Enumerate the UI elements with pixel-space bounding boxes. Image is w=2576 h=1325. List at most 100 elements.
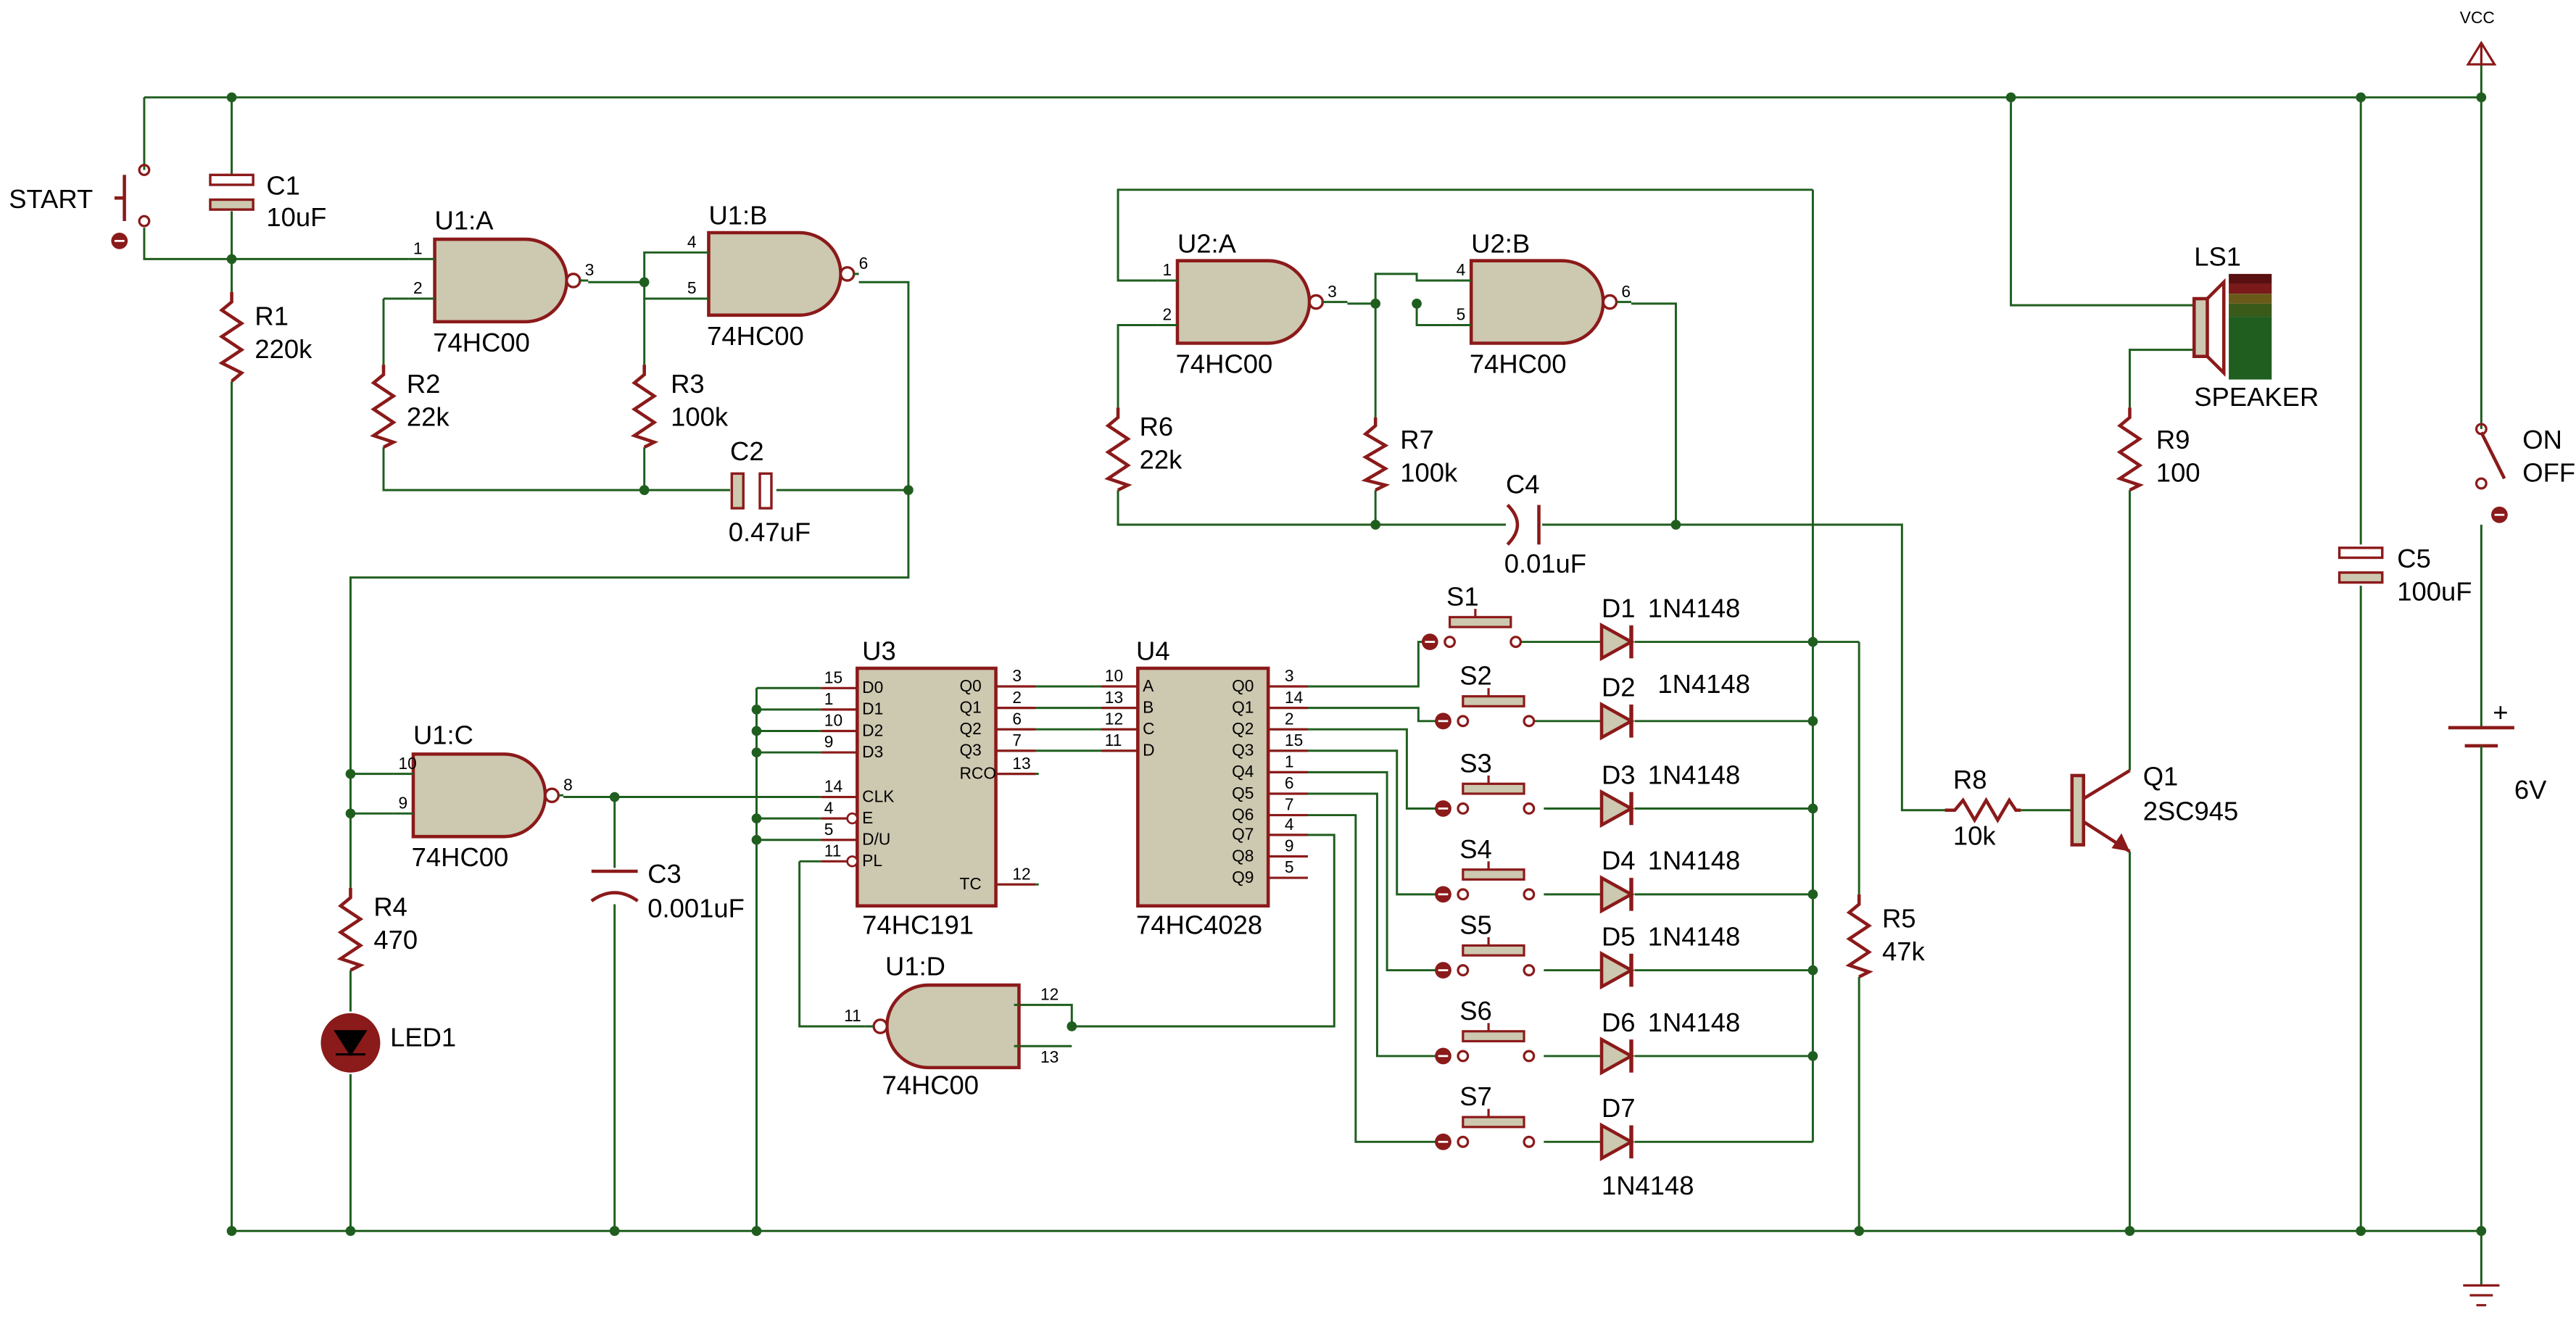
capacitor-c4: C4 0.01uF	[1504, 470, 1586, 578]
diode-type: 1N4148	[1648, 760, 1741, 789]
c5-value: 100uF	[2397, 577, 2472, 607]
pin-number: 7	[1012, 731, 1022, 749]
pin-label: Q3	[959, 741, 981, 760]
pin-number: 5	[824, 820, 834, 839]
resistor-r5: R5 47k	[1845, 894, 1926, 979]
pin-label: Q0	[1232, 676, 1254, 695]
capacitor-c1: C1 10uF	[209, 171, 326, 232]
diode-type: 1N4148	[1648, 846, 1741, 876]
r7-value: 100k	[1400, 458, 1458, 488]
pin-number: 15	[1285, 731, 1303, 749]
pushbutton-s4[interactable]: S4	[1435, 834, 1536, 903]
resistor-r3: R3 100k	[630, 365, 729, 449]
start-label: START	[9, 184, 93, 214]
pin-number: 9	[398, 793, 407, 812]
c4-ref: C4	[1506, 470, 1540, 499]
pin-label: CLK	[862, 786, 894, 805]
capacitor-c2: C2 0.47uF	[729, 436, 811, 547]
gate-ref: U2:A	[1177, 228, 1237, 258]
pin-label: Q4	[1232, 762, 1254, 781]
pin-number: 9	[824, 732, 834, 751]
pin-number: 14	[824, 777, 842, 796]
pin-number: 13	[1105, 688, 1123, 707]
resistor-r4: R4 470	[336, 887, 418, 972]
q1-ref: Q1	[2143, 762, 2179, 792]
r9-ref: R9	[2156, 425, 2190, 454]
speaker-label: SPEAKER	[2194, 382, 2319, 412]
r8-ref: R8	[1953, 765, 1987, 794]
pin-number: 6	[859, 254, 869, 273]
gate-type: 74HC00	[1176, 349, 1273, 378]
battery: + 6V	[2448, 697, 2547, 805]
pin-label: D3	[862, 742, 883, 761]
diode-ref: D5	[1602, 921, 1636, 951]
pin-label: Q7	[1232, 825, 1254, 844]
pin-number: 4	[1457, 260, 1466, 279]
pushbutton-s5[interactable]: S5	[1435, 910, 1536, 979]
pin-number: 12	[1040, 985, 1059, 1004]
pin-label: TC	[959, 874, 981, 893]
led-ref: LED1	[390, 1022, 456, 1052]
pushbutton-ref: S6	[1459, 996, 1492, 1026]
pin-number: 14	[1285, 688, 1303, 707]
r5-value: 47k	[1882, 936, 1925, 966]
start-button[interactable]: START	[9, 164, 151, 249]
c1-value: 10uF	[266, 202, 326, 232]
pushbutton-s2[interactable]: S2	[1435, 661, 1536, 730]
pin-number: 2	[1162, 305, 1172, 324]
pin-label: D0	[862, 678, 883, 697]
pin-number: 10	[824, 711, 842, 730]
gate-type: 74HC00	[882, 1070, 979, 1100]
pin-number: 11	[1105, 731, 1122, 749]
pin-label: D/U	[862, 830, 890, 849]
pushbutton-s7[interactable]: S7	[1435, 1081, 1536, 1150]
pin-number: 1	[1162, 260, 1172, 279]
r5-ref: R5	[1882, 903, 1916, 933]
pin-number: 11	[844, 1006, 861, 1025]
pin-number: 15	[824, 668, 842, 686]
pin-label: Q2	[959, 719, 981, 738]
pin-number: 3	[585, 260, 595, 279]
r1-ref: R1	[254, 301, 289, 331]
gate-type: 74HC00	[707, 321, 804, 351]
pushbutton-s1[interactable]: S1	[1421, 581, 1523, 650]
pushbutton-ref: S3	[1459, 748, 1492, 778]
ic-u3: U3 74HC191 15D01D110D29D314CLK4E5D/U11PL…	[821, 636, 1036, 939]
gate-ref: U2:B	[1471, 228, 1530, 258]
gate-type: 74HC00	[412, 842, 509, 872]
pin-number: 4	[1285, 815, 1294, 834]
pushbutton-s6[interactable]: S6	[1435, 996, 1536, 1065]
pin-label: Q0	[959, 676, 981, 695]
pin-label: D1	[862, 699, 883, 718]
pushbutton-s3[interactable]: S3	[1435, 748, 1536, 817]
r3-ref: R3	[671, 369, 705, 399]
c3-ref: C3	[647, 859, 682, 889]
gates: 123U1:A74HC00456U1:B74HC00123U2:A74HC004…	[393, 201, 1632, 1100]
pin-number: 13	[1012, 754, 1030, 773]
diode-ref: D7	[1602, 1093, 1636, 1123]
speaker[interactable]: LS1 SPEAKER	[2192, 242, 2319, 412]
pin-number: 1	[824, 689, 834, 708]
gate-type: 74HC00	[433, 328, 530, 357]
pin-number: 7	[1285, 795, 1294, 814]
power-switch[interactable]: ON OFF	[2474, 423, 2576, 523]
speaker-ref: LS1	[2194, 242, 2241, 272]
pin-label: PL	[862, 851, 882, 870]
r4-value: 470	[373, 925, 418, 955]
vcc-terminal: VCC	[2460, 8, 2497, 66]
capacitor-c5: C5 100uF	[2337, 544, 2472, 607]
c3-value: 0.001uF	[647, 894, 745, 923]
pin-number: 13	[1040, 1047, 1059, 1066]
diode-ref: D1	[1602, 593, 1636, 623]
